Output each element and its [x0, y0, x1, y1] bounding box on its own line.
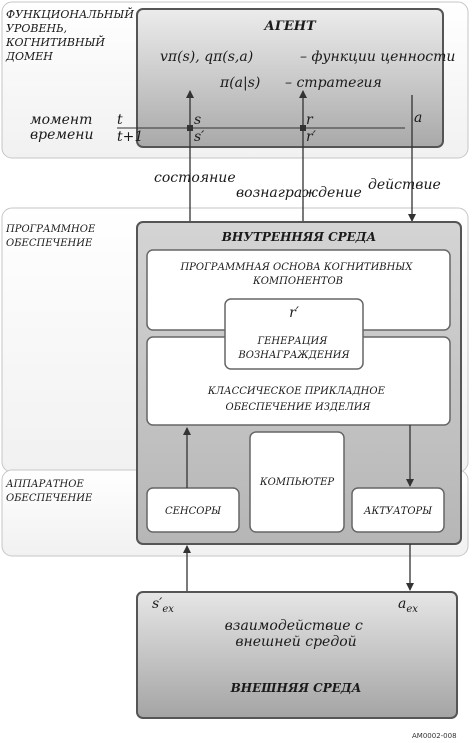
interaction-label: взаимодействие с внешней средой — [225, 618, 368, 650]
actuators-box — [351, 487, 445, 533]
reward-generation-r: r′ — [289, 305, 300, 321]
actuators-label: АКТУАТОРЫ — [363, 506, 432, 517]
external-env-box — [136, 591, 458, 719]
functional-domain-label: ФУНКЦИОНАЛЬНЫЙ УРОВЕНЬ, КОГНИТИВНЫЙ ДОМЕ… — [5, 7, 137, 63]
state-s: s — [194, 112, 201, 128]
hardware-domain-label: АППАРАТНОЕ ОБЕСПЕЧЕНИЕ — [5, 479, 93, 504]
policy: π(a|s) — [219, 75, 260, 91]
classic-software-label: КЛАССИЧЕСКОЕ ПРИКЛАДНОЕ ОБЕСПЕЧЕНИЕ ИЗДЕ… — [207, 386, 388, 413]
state-s-next: s′ — [194, 129, 205, 145]
value-functions-label: – функции ценности — [300, 49, 455, 65]
sensors-label: СЕНСОРЫ — [165, 506, 221, 517]
computer-label: КОМПЬЮТЕР — [259, 477, 335, 488]
figure-code: AM0002-008 — [412, 732, 457, 740]
reward-generation-label: ГЕНЕРАЦИЯ ВОЗНАГРАЖДЕНИЯ — [237, 336, 350, 361]
time-label: момент времени — [30, 112, 97, 143]
value-functions: vπ(s), qπ(s,a) — [160, 49, 253, 65]
state-signal-label: состояние — [154, 170, 236, 186]
computer-box — [249, 431, 345, 533]
action-signal-label: действие — [368, 177, 441, 193]
external-env-title: ВНЕШНЯЯ СРЕДА — [230, 681, 362, 695]
sensors-box — [146, 487, 240, 533]
time-t-next: t+1 — [117, 129, 143, 145]
time-t: t — [117, 112, 123, 128]
reward-generation-box — [224, 298, 364, 370]
cognitive-base-label: ПРОГРАММНАЯ ОСНОВА КОГНИТИВНЫХ КОМПОНЕНТ… — [179, 262, 415, 287]
policy-label: – стратегия — [285, 75, 382, 91]
action-a: a — [414, 110, 422, 126]
internal-env-title: ВНУТРЕННЯЯ СРЕДА — [221, 230, 377, 244]
software-domain-label: ПРОГРАММНОЕ ОБЕСПЕЧЕНИЕ — [5, 224, 98, 249]
agent-box — [136, 8, 444, 148]
reward-signal-label: вознаграждение — [236, 185, 362, 201]
agent-title: АГЕНТ — [263, 19, 317, 34]
reward-r-next: r′ — [306, 129, 317, 145]
reward-r: r — [306, 112, 314, 128]
